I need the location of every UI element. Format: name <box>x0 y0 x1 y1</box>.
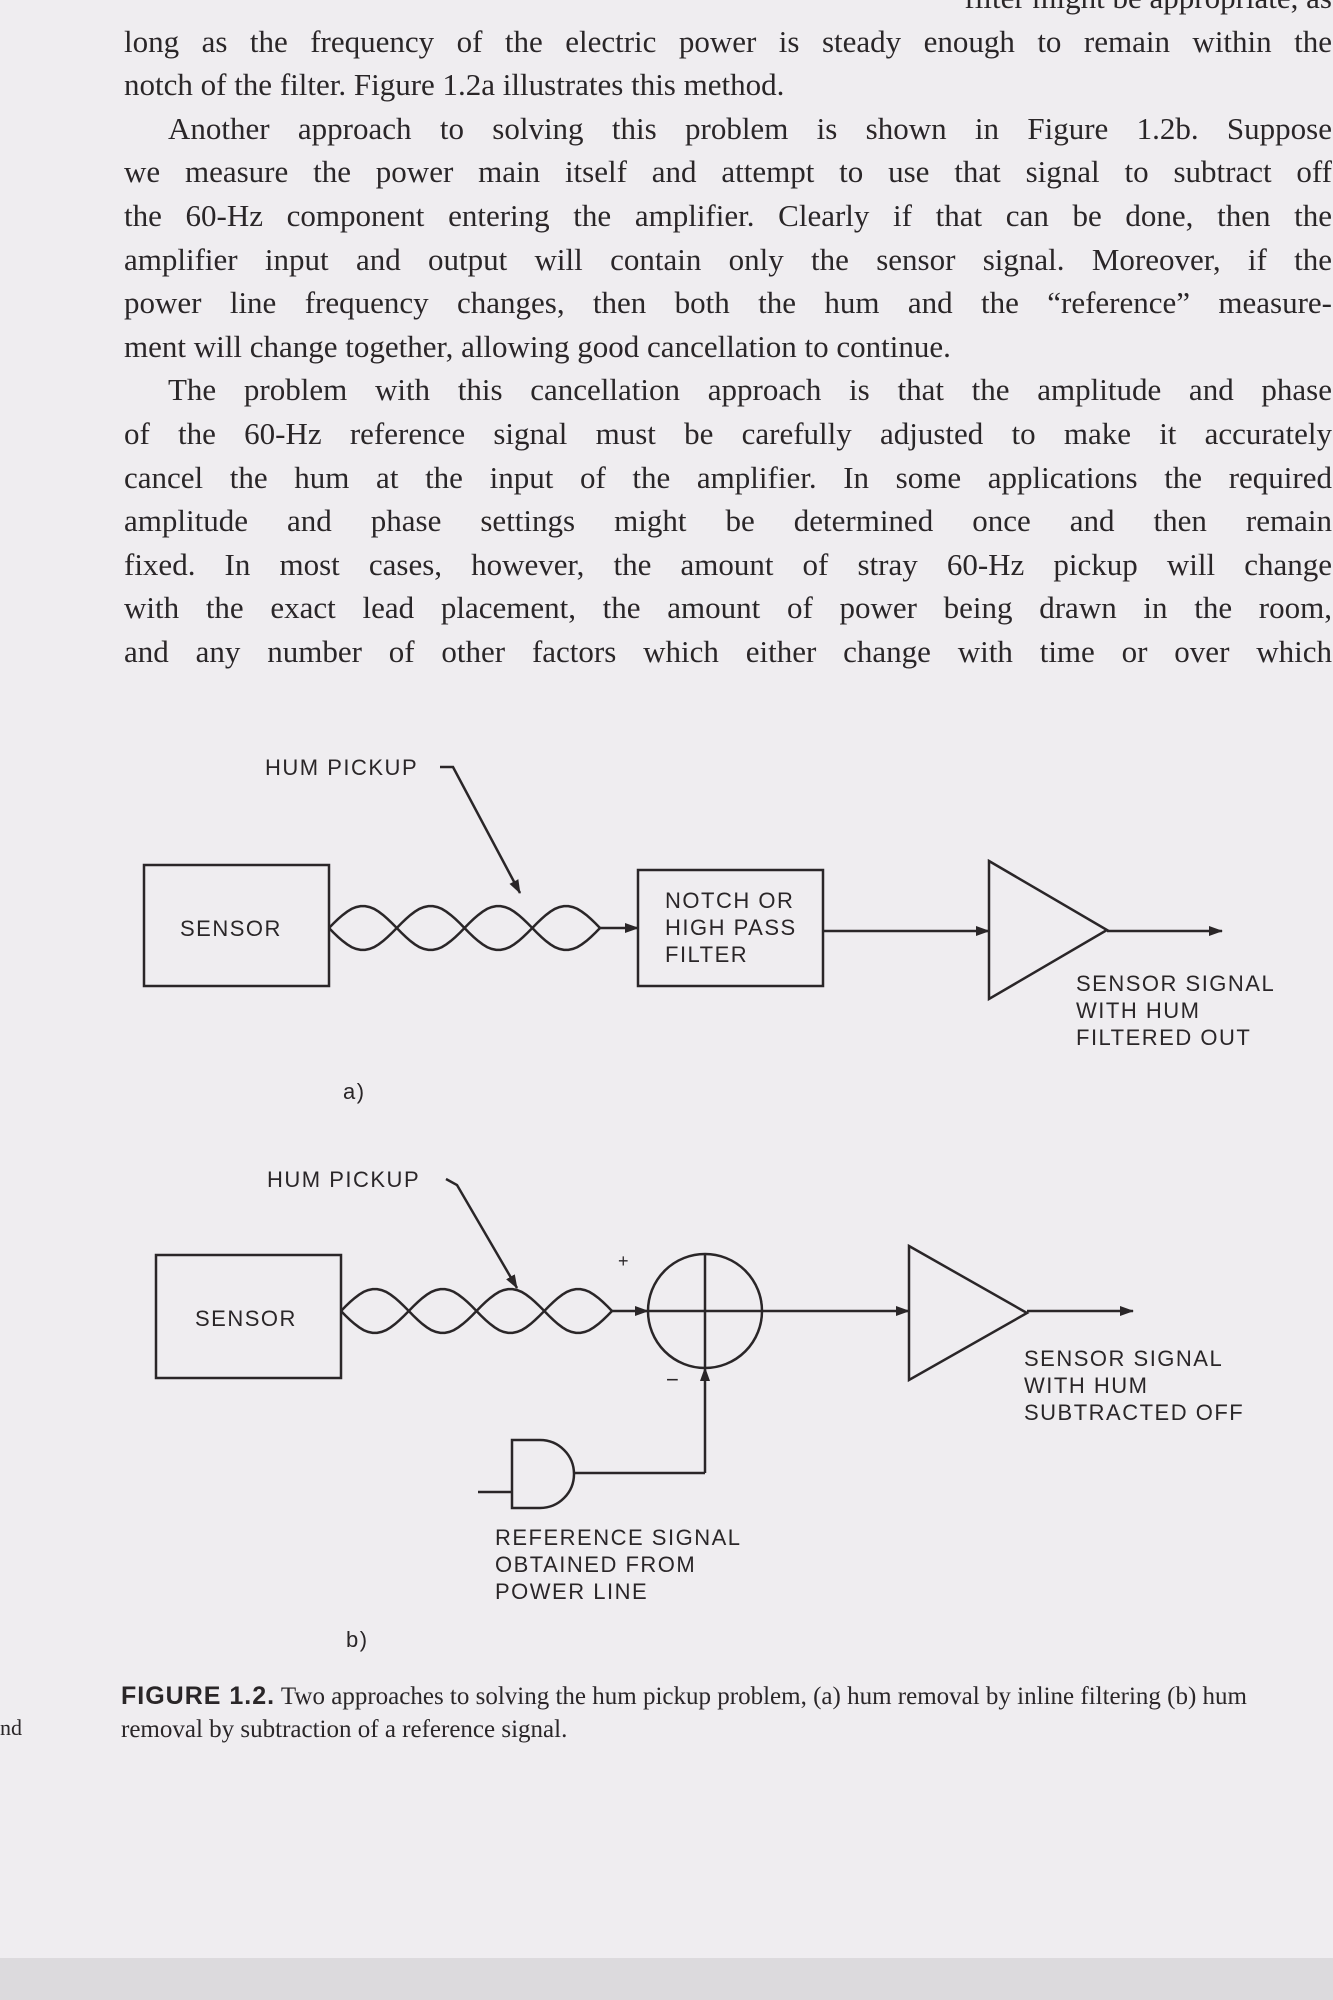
output-label-b: SENSOR SIGNAL WITH HUM SUBTRACTED OFF <box>1024 1346 1245 1425</box>
amplifier-triangle-a <box>987 858 1110 1002</box>
hum-pickup-arrow-b <box>445 1177 519 1289</box>
body-line: of the 60-Hz reference signal must be ca… <box>124 415 1332 451</box>
sensor-label-a: SENSOR <box>180 916 282 941</box>
body-line: and any number of other factors which ei… <box>124 633 1332 669</box>
minus-sign: − <box>666 1367 681 1392</box>
output-label-a: SENSOR SIGNAL WITH HUM FILTERED OUT <box>1076 971 1276 1050</box>
reference-label: REFERENCE SIGNAL OBTAINED FROM POWER LIN… <box>495 1525 742 1604</box>
hum-pickup-label-b: HUM PICKUP <box>267 1167 421 1192</box>
sensor-box-b <box>154 1253 343 1380</box>
book-page <box>0 0 1333 1958</box>
hum-pickup-arrow-a <box>440 765 522 894</box>
body-line: long as the frequency of the electric po… <box>124 23 1332 59</box>
figure-caption: FIGURE 1.2. Two approaches to solving th… <box>121 1680 1281 1746</box>
body-line: Another approach to solving this problem… <box>168 110 1332 146</box>
subfigure-label-b: b) <box>346 1627 369 1652</box>
caption-text: Two approaches to solving the hum pickup… <box>121 1683 1247 1743</box>
plus-sign: + <box>618 1251 631 1271</box>
amplifier-triangle-b <box>907 1243 1030 1383</box>
hum-pickup-label-a: HUM PICKUP <box>265 755 419 780</box>
sensor-label-b: SENSOR <box>195 1306 297 1331</box>
filter-label: NOTCH OR HIGH PASS FILTER <box>665 888 797 967</box>
body-line: amplitude and phase settings might be de… <box>124 503 1332 539</box>
body-text: filter might be appropriate, as long as t… <box>124 0 1332 674</box>
sensor-box-a <box>142 863 331 988</box>
page-bottom-edge <box>0 1958 1333 2000</box>
body-line: the 60-Hz component entering the amplifi… <box>124 197 1332 233</box>
body-line: filter might be appropriate, as <box>124 0 1332 20</box>
body-line: amplifier input and output will contain … <box>124 241 1332 277</box>
subfigure-label-a: a) <box>343 1079 366 1104</box>
body-line: with the exact lead placement, the amoun… <box>124 590 1332 626</box>
filter-box-a <box>636 868 825 988</box>
body-line: ment will change together, allowing good… <box>124 328 951 364</box>
body-line: notch of the filter. Figure 1.2a illustr… <box>124 67 785 103</box>
figure-number: FIGURE 1.2. <box>121 1682 276 1710</box>
body-line: cancel the hum at the input of the ampli… <box>124 459 1332 495</box>
body-line: The problem with this cancellation appro… <box>168 372 1332 408</box>
body-line: power line frequency changes, then both … <box>124 285 1332 321</box>
body-line: fixed. In most cases, however, the amoun… <box>124 546 1332 582</box>
reference-plug-icon <box>510 1438 576 1510</box>
body-line: we measure the power main itself and att… <box>124 154 1332 190</box>
margin-fragment: nd <box>0 1715 22 1740</box>
